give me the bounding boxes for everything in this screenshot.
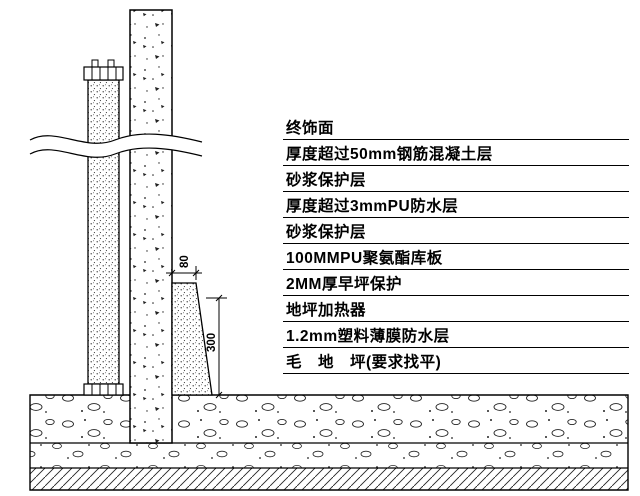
layer-label: 2MM厚早坪保护 (286, 275, 402, 293)
wall-column (129, 9, 173, 444)
layer-label: 厚度超过3mmPU防水层 (286, 197, 459, 215)
dimension-kerb-width: 80 (166, 255, 202, 280)
layer-row-mortar-2: 砂浆保护层 (283, 218, 629, 244)
layer-row-finish: 终饰面 (283, 114, 629, 140)
layer-row-rough-floor: 毛 地 坪(要求找平) (283, 348, 629, 374)
layer-list: 终饰面 厚度超过50mm钢筋混凝土层 砂浆保护层 厚度超过3mmPU防水层 砂浆… (283, 114, 629, 374)
layer-label: 厚度超过50mm钢筋混凝土层 (286, 145, 493, 163)
layer-row-protection: 2MM厚早坪保护 (283, 270, 629, 296)
layer-row-pu-waterproof: 厚度超过3mmPU防水层 (283, 192, 629, 218)
layer-row-pu-panel: 100MMPU聚氨酯库板 (283, 244, 629, 270)
dim-80-text: 80 (179, 255, 191, 268)
kerb (171, 282, 213, 396)
layer-row-floor-heater: 地坪加热器 (283, 296, 629, 322)
layer-label: 地坪加热器 (286, 301, 367, 319)
insulated-panel (83, 59, 124, 396)
layer-label: 砂浆保护层 (286, 171, 367, 189)
layer-label: 终饰面 (286, 119, 335, 137)
layer-label: 1.2mm塑料薄膜防水层 (286, 327, 450, 345)
layer-row-concrete: 厚度超过50mm钢筋混凝土层 (283, 140, 629, 166)
dim-300-text: 300 (206, 333, 218, 352)
dimension-kerb-height: 300 (206, 294, 227, 399)
layer-row-mortar-1: 砂浆保护层 (283, 166, 629, 192)
layer-row-film-waterproof: 1.2mm塑料薄膜防水层 (283, 322, 629, 348)
layer-label: 砂浆保护层 (286, 223, 367, 241)
layer-label: 100MMPU聚氨酯库板 (286, 249, 443, 267)
layer-label: 毛 地 坪(要求找平) (286, 353, 442, 371)
floor-slab (29, 394, 629, 491)
break-lines (29, 133, 203, 158)
